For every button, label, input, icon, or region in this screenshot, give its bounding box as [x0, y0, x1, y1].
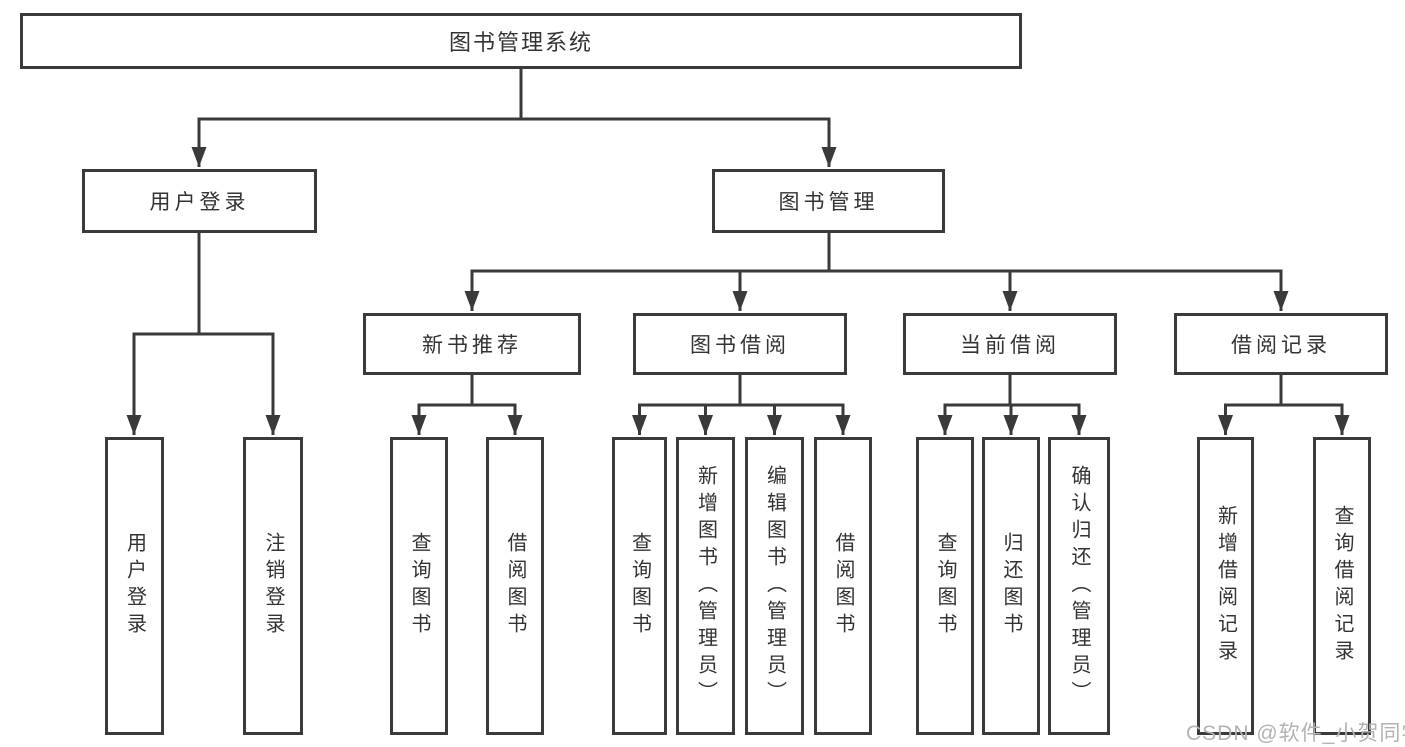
leaf-label: 新增借阅记录 — [1214, 505, 1237, 667]
leaf-label: 借阅图书 — [832, 532, 854, 640]
node-leaf-add-book-admin: 新增图书（管理员） — [676, 437, 735, 735]
node-leaf-query-book-1: 查询图书 — [390, 437, 448, 735]
leaf-label: 查询图书 — [408, 532, 430, 640]
leaf-label: 查询借阅记录 — [1331, 505, 1353, 667]
node-leaf-query-book-3: 查询图书 — [916, 437, 974, 735]
node-new-book-recommend: 新书推荐 — [363, 313, 581, 375]
leaf-label: 归还图书 — [1000, 532, 1022, 640]
node-leaf-query-book-2: 查询图书 — [612, 437, 667, 735]
node-borrow-records: 借阅记录 — [1174, 313, 1388, 375]
leaf-label: 确认归还（管理员） — [1068, 464, 1090, 708]
node-book-borrow: 图书借阅 — [633, 313, 847, 375]
node-leaf-edit-book-admin: 编辑图书（管理员） — [745, 437, 804, 735]
node-book-management-branch: 图书管理 — [712, 169, 945, 233]
leaf-label: 新增图书（管理员） — [694, 464, 717, 708]
leaf-label: 编辑图书（管理员） — [763, 464, 786, 708]
csdn-watermark: CSDN @软件_小贺同学 — [1186, 722, 1405, 745]
node-leaf-confirm-return-admin: 确认归还（管理员） — [1048, 437, 1110, 735]
leaf-label: 查询图书 — [628, 532, 651, 640]
leaf-label: 借阅图书 — [504, 532, 526, 640]
node-current-borrow: 当前借阅 — [903, 313, 1117, 375]
node-leaf-borrow-book-1: 借阅图书 — [486, 437, 544, 735]
node-leaf-add-borrow-record: 新增借阅记录 — [1197, 437, 1254, 735]
leaf-label: 查询图书 — [934, 532, 956, 640]
node-leaf-logout: 注销登录 — [243, 437, 303, 735]
node-library-management-system: 图书管理系统 — [20, 13, 1022, 69]
node-user-login-branch: 用户登录 — [82, 169, 317, 233]
node-leaf-return-book: 归还图书 — [982, 437, 1040, 735]
node-leaf-borrow-book-2: 借阅图书 — [814, 437, 872, 735]
leaf-label: 注销登录 — [262, 532, 284, 640]
node-leaf-query-borrow-record: 查询借阅记录 — [1313, 437, 1371, 735]
leaf-label: 用户登录 — [123, 532, 146, 640]
node-leaf-user-login: 用户登录 — [105, 437, 164, 735]
